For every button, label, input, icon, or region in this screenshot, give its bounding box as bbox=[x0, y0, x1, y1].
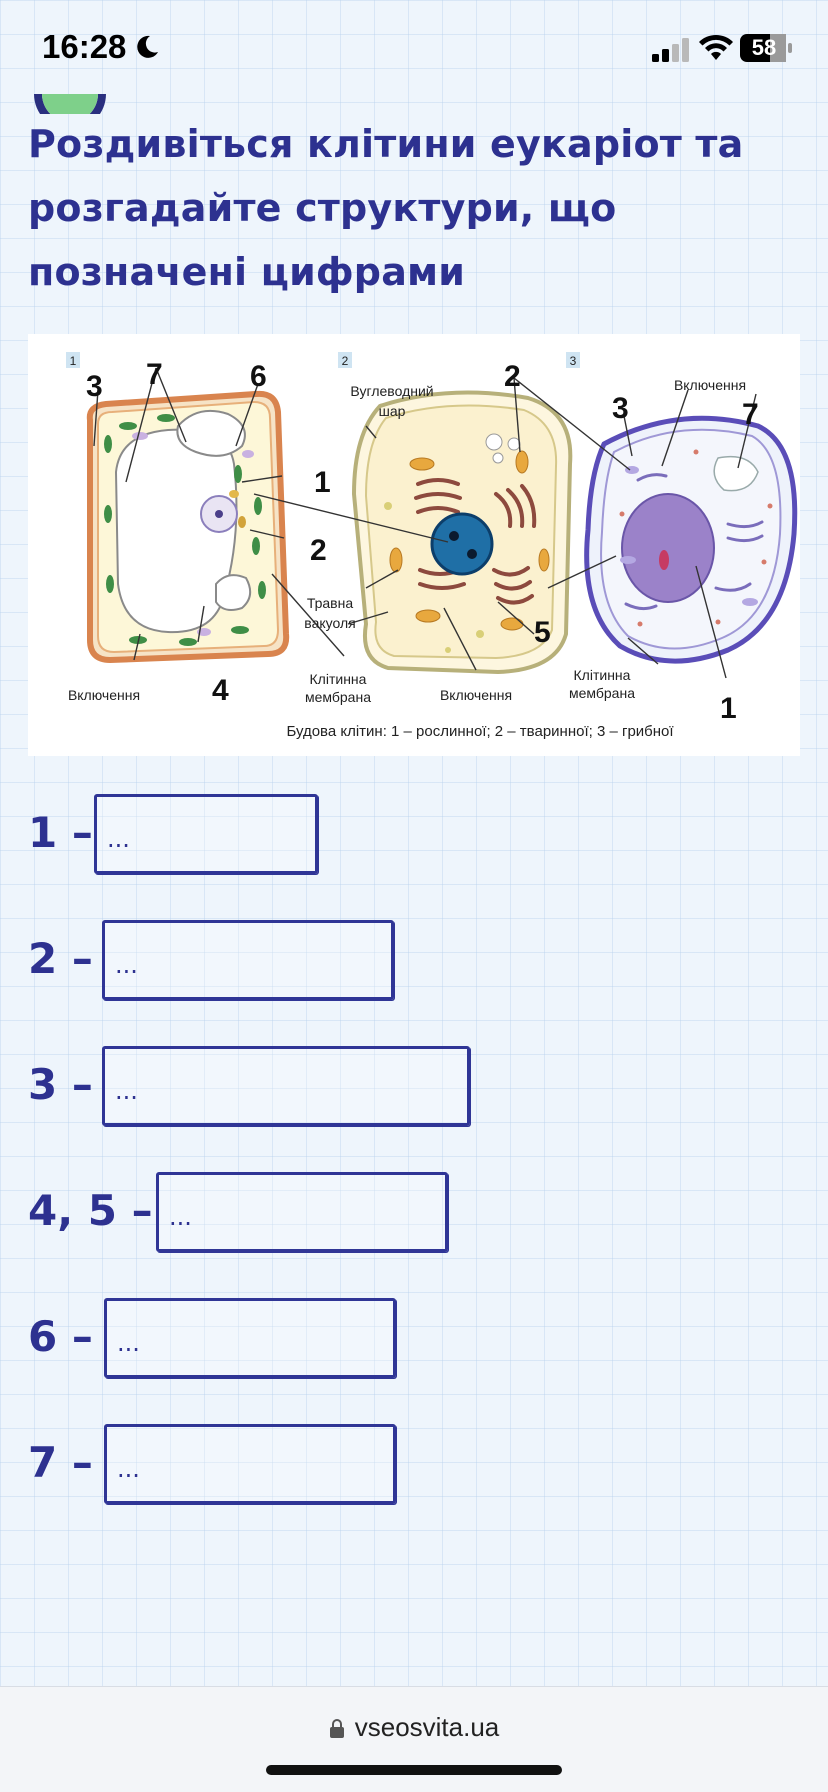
cell-diagram: 1 2 3 bbox=[66, 352, 798, 740]
answer-input-3[interactable]: ... bbox=[102, 1046, 470, 1126]
answer-input-2[interactable]: ... bbox=[102, 920, 394, 1000]
answer-input-6[interactable]: ... bbox=[104, 1298, 396, 1378]
figure-caption: Будова клітин: 1 – рослинної; 2 – тварин… bbox=[286, 723, 674, 740]
figure-label-carb-layer-1: Вуглеводний bbox=[350, 383, 433, 399]
figure-number-2: 2 bbox=[310, 534, 327, 567]
plant-cell bbox=[86, 390, 290, 664]
status-time: 16:28 bbox=[42, 28, 127, 65]
answer-placeholder-6: ... bbox=[117, 1329, 140, 1357]
cell-structure-figure: 1 2 3 bbox=[28, 334, 800, 756]
lock-icon bbox=[329, 1719, 344, 1738]
figure-number-3b: 3 bbox=[612, 392, 629, 425]
figure-number-1: 1 bbox=[314, 466, 331, 499]
figure-label-membrane-2: мембрана bbox=[305, 689, 371, 705]
figure-label-membrane-1: Клітинна bbox=[310, 671, 367, 687]
answer-input-7[interactable]: ... bbox=[104, 1424, 396, 1504]
task-heading: Роздивіться клітини еукаріот та розгадай… bbox=[28, 122, 744, 294]
figure-number-7: 7 bbox=[146, 358, 163, 391]
figure-label-carb-layer-2: шар bbox=[379, 403, 406, 419]
battery-icon bbox=[740, 34, 792, 62]
figure-label-digestive-1: Травна bbox=[307, 595, 354, 611]
answer-placeholder-7: ... bbox=[117, 1455, 140, 1483]
answer-placeholder-4-5: ... bbox=[169, 1203, 192, 1231]
answer-label-1: 1 – bbox=[28, 808, 93, 857]
answer-label-7: 7 – bbox=[28, 1438, 93, 1487]
figure-number-5: 5 bbox=[534, 616, 551, 649]
panel-label-1: 1 bbox=[70, 354, 77, 368]
figure-label-membrane-fungal-2: мембрана bbox=[569, 685, 635, 701]
url-text: vseosvita.ua bbox=[354, 1712, 500, 1742]
figure-number-7b: 7 bbox=[742, 398, 759, 431]
figure-label-inclusions-plant: Включення bbox=[68, 687, 140, 703]
animal-cell bbox=[351, 390, 573, 675]
figure-label-inclusions-fungal: Включення bbox=[674, 377, 746, 393]
figure-label-membrane-fungal-1: Клітинна bbox=[574, 667, 631, 683]
answer-label-6: 6 – bbox=[28, 1312, 93, 1361]
battery-level: 58 bbox=[751, 35, 777, 60]
answer-input-4-5[interactable]: ... bbox=[156, 1172, 448, 1252]
figure-number-6: 6 bbox=[250, 360, 267, 393]
answer-label-4-5: 4, 5 – bbox=[28, 1186, 153, 1235]
answer-placeholder-2: ... bbox=[115, 951, 138, 979]
answer-label-3: 3 – bbox=[28, 1060, 93, 1109]
answer-placeholder-3: ... bbox=[115, 1077, 138, 1105]
address-bar[interactable]: vseosvita.ua bbox=[0, 1712, 828, 1743]
figure-number-3: 3 bbox=[86, 370, 103, 403]
app-logo-icon bbox=[34, 94, 106, 114]
figure-number-4: 4 bbox=[212, 674, 229, 707]
answer-placeholder-1: ... bbox=[107, 825, 130, 853]
figure-number-1b: 1 bbox=[720, 692, 737, 725]
figure-label-inclusions-animal: Включення bbox=[440, 687, 512, 703]
moon-icon bbox=[137, 35, 158, 58]
answer-input-1[interactable]: ... bbox=[94, 794, 318, 874]
figure-number-2b: 2 bbox=[504, 360, 521, 393]
home-indicator[interactable] bbox=[266, 1765, 562, 1775]
answer-label-2: 2 – bbox=[28, 934, 93, 983]
cellular-signal-icon bbox=[652, 38, 689, 62]
panel-label-2: 2 bbox=[342, 354, 349, 368]
fungal-cell bbox=[584, 415, 798, 664]
panel-label-3: 3 bbox=[570, 354, 577, 368]
status-bar: 16:28 58 bbox=[0, 0, 828, 100]
figure-label-digestive-2: вакуоля bbox=[304, 615, 355, 631]
wifi-icon bbox=[699, 34, 733, 60]
